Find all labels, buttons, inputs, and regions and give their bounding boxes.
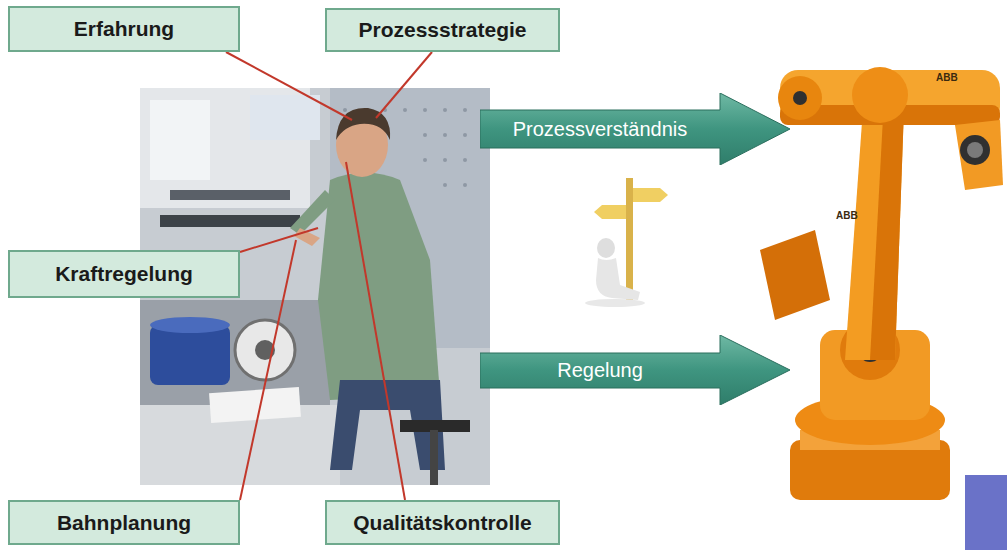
signpost-icon: [585, 178, 668, 307]
leader-lines: [226, 52, 432, 500]
corner-mark: [965, 475, 1007, 550]
label-box: Bahnplanung: [8, 500, 240, 545]
box-text: Bahnplanung: [57, 511, 191, 535]
logo-text: ABB: [936, 72, 958, 83]
arrow-text: Regelung: [557, 359, 643, 382]
box-text: Kraftregelung: [55, 262, 193, 286]
label-box: Qualitätskontrolle: [325, 500, 560, 545]
logo-text: ABB: [836, 210, 858, 221]
arrow-label: Regelung: [480, 335, 790, 405]
box-text: Erfahrung: [74, 17, 174, 41]
label-box: Erfahrung: [8, 6, 240, 52]
arrow-label: Prozessverständnis: [480, 93, 790, 165]
robot-illustration: [760, 67, 1003, 500]
box-text: Qualitätskontrolle: [353, 511, 532, 535]
arrow-text: Prozessverständnis: [513, 118, 688, 141]
label-box: Kraftregelung: [8, 250, 240, 298]
box-text: Prozessstrategie: [358, 18, 526, 42]
label-box: Prozessstrategie: [325, 8, 560, 52]
